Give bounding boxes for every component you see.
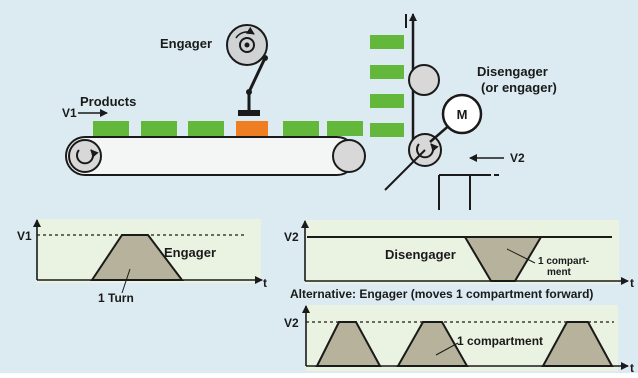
compartment-box	[370, 123, 404, 137]
compartment-box	[370, 94, 404, 108]
disengager-label: Disengager	[477, 64, 548, 79]
p2-disengager-label: Disengager	[385, 247, 456, 262]
product-box	[141, 121, 177, 136]
engager-velocity-profile	[90, 234, 185, 281]
product-box	[93, 121, 129, 136]
p3-note: 1 compartment	[457, 334, 543, 348]
motor: M	[429, 93, 483, 143]
p3-y-axis-label: V2	[284, 316, 299, 330]
p1-y-axis-label: V1	[17, 229, 32, 243]
disengager-sublabel: (or engager)	[481, 80, 557, 95]
p2-y-axis-label: V2	[284, 230, 299, 244]
pulse-1	[315, 321, 382, 367]
alternative-profile-panel: V2 t 1 compartment	[284, 305, 634, 375]
engager-profile-panel: V1 t Engager 1 Turn	[17, 219, 267, 305]
engager-label: Engager	[160, 36, 212, 51]
vertical-conveyor	[370, 13, 442, 191]
p1-caption: 1 Turn	[98, 291, 134, 305]
product-box	[327, 121, 363, 136]
disengager-profile-panel: V2 t Disengager 1 compart- ment	[284, 220, 634, 290]
products-label: Products	[80, 94, 136, 109]
v1-label: V1	[62, 106, 77, 120]
feed-conveyor	[65, 121, 366, 176]
p2-note-line2: ment	[547, 267, 572, 278]
product-box	[188, 121, 224, 136]
engager-mechanism	[226, 24, 268, 116]
pulse-3	[541, 321, 614, 367]
output-chute	[438, 174, 500, 210]
p2-x-axis-label: t	[630, 276, 634, 290]
p1-engager-label: Engager	[164, 245, 216, 260]
compartment-box	[370, 35, 404, 49]
alternative-title: Alternative: Engager (moves 1 compartmen…	[290, 287, 593, 301]
right-roller	[332, 139, 366, 173]
v2-label: V2	[510, 151, 525, 165]
motor-label: M	[457, 107, 468, 122]
p2-note-line1: 1 compart-	[538, 256, 589, 267]
pulse-2	[396, 321, 469, 367]
product-box	[283, 121, 319, 136]
engaged-product-box	[236, 121, 268, 136]
compartment-box	[370, 65, 404, 79]
products-row	[93, 121, 363, 136]
p1-x-axis-label: t	[263, 276, 267, 290]
left-roller	[68, 139, 102, 173]
p3-x-axis-label: t	[630, 361, 634, 373]
